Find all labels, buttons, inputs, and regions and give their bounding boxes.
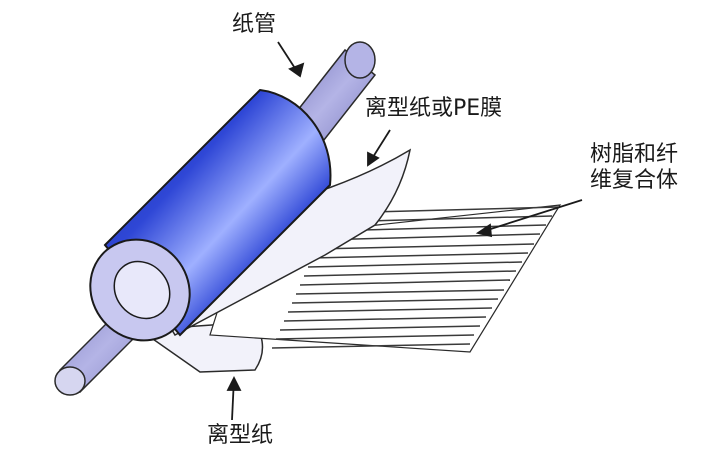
label-resin-fiber-line-1: 树脂和纤 — [590, 142, 679, 167]
label-release-paper: 离型纸 — [207, 423, 274, 448]
label-resin-fiber-composite: 树脂和纤 维复合体 — [590, 142, 678, 195]
pointer-arrows — [226, 41, 583, 421]
label-paper-tube: 纸管 — [232, 12, 277, 37]
label-release-paper-or-pe-film: 离型纸或PE膜 — [365, 96, 503, 121]
prepreg-roll — [89, 88, 332, 342]
label-resin-fiber-line-2: 维复合体 — [590, 168, 679, 194]
